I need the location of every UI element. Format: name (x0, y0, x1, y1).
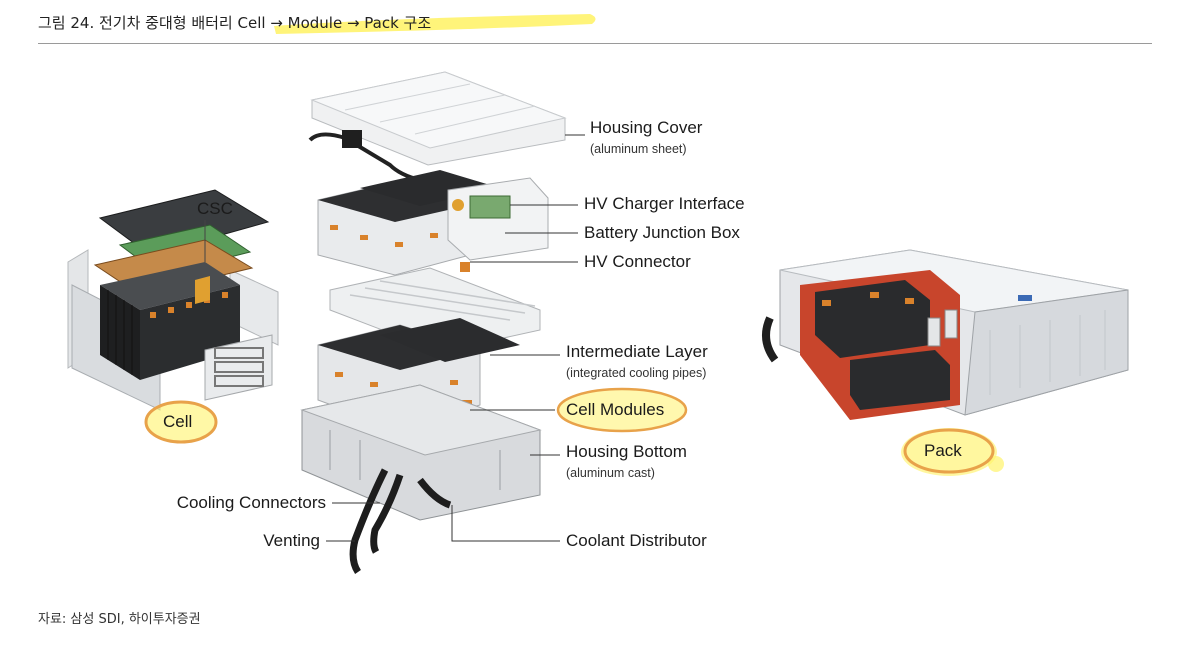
cell-highlight-circle (144, 400, 218, 444)
hv-connector-label: HV Connector (584, 252, 691, 271)
housing-bottom-label: Housing Bottom (566, 442, 687, 461)
pack-exploded-illustration (300, 71, 567, 574)
cell-modules-label: Cell Modules (566, 400, 665, 419)
battery-junction-box-label: Battery Junction Box (584, 223, 740, 242)
figure-title: 그림 24. 전기차 중대형 배터리 Cell → Module → Pack … (38, 14, 432, 32)
housing-bottom-sublabel: (aluminum cast) (566, 466, 655, 480)
module-exploded-illustration (67, 189, 279, 411)
intermediate-layer-label: Intermediate Layer (566, 342, 708, 361)
housing-cover-label: Housing Cover (590, 118, 703, 137)
pack-cutaway-illustration (762, 249, 1129, 420)
callout-leader-lines (326, 134, 585, 542)
coolant-distributor-label: Coolant Distributor (566, 531, 707, 550)
cell-label: Cell (163, 412, 193, 431)
cell-modules-highlight-circle (556, 387, 688, 433)
source-note: 자료: 삼성 SDI, 하이투자증권 (38, 612, 201, 627)
housing-cover-sublabel: (aluminum sheet) (590, 142, 687, 156)
title-highlight (274, 14, 596, 34)
hv-charger-interface-label: HV Charger Interface (584, 194, 745, 213)
cooling-connectors-label: Cooling Connectors (176, 493, 326, 512)
pack-label: Pack (924, 441, 962, 460)
venting-label: Venting (263, 531, 320, 550)
csc-label: CSC (197, 199, 233, 218)
intermediate-layer-sublabel: (integrated cooling pipes) (566, 366, 707, 380)
pack-highlight-circle (901, 428, 1004, 476)
title-rule (38, 43, 1152, 44)
